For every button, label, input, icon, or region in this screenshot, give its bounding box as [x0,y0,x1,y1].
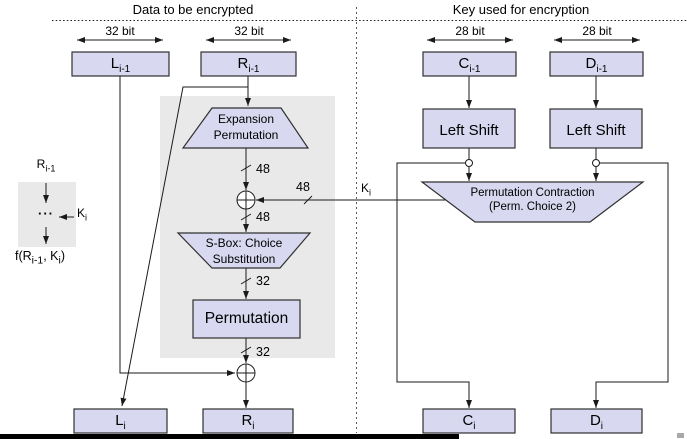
register-label-c-next: Ci [462,412,476,432]
tick-48-xor [240,213,252,221]
legend-dots: ··· [38,206,54,221]
permutation-contraction-shape [420,181,645,223]
box-r-prev [200,51,297,77]
left-shift-2-shape [549,108,643,149]
left-shift-2-label: Left Shift [566,122,626,139]
register-label-l-next: Li [115,412,126,432]
xor-icon [236,190,256,210]
permutation-label: Permutation [204,310,289,327]
branch-node-icon [592,159,600,167]
legend-r-prev-label: Ri-1 [36,157,56,174]
expansion-permutation-label: Expansion Permutation [213,112,279,142]
register-label-r-prev: Ri-1 [237,55,260,75]
legend-f-function-label: f(Ri-1, Ki) [14,249,66,267]
wire-leftshift1-to-cnext [396,162,472,408]
bottom-right-artifact [677,433,684,438]
register-label-l-prev: Li-1 [110,55,131,75]
box-r-next [202,408,294,434]
tick-48-key [303,195,313,205]
bit-label: 32 bit [105,24,135,38]
box-c-next [422,408,516,434]
register-label-d-prev: Di-1 [585,55,608,75]
wire-label-ki: Ki [361,181,372,198]
box-d-next [550,408,643,434]
register-label-r-next: Ri [241,412,255,432]
box-l-next [73,408,168,434]
sbox-label: S-Box: Choice Substitution [205,236,283,266]
bit-label: 28 bit [455,24,485,38]
wire-leftshift2-to-dnext [593,162,669,408]
wire-label-48: 48 [256,210,270,224]
left-shift-1-shape [422,108,516,149]
section-title-key: Key used for encryption [452,2,590,17]
branch-node-icon [465,159,473,167]
section-title-data: Data to be encrypted [132,2,254,17]
bit-label: 28 bit [582,24,612,38]
register-label-c-prev: Ci-1 [458,55,481,75]
box-c-prev [422,51,517,77]
box-l-prev [71,51,170,77]
sbox-shape [176,232,312,269]
left-shift-1-label: Left Shift [439,122,499,139]
tick-32-perm [240,346,252,354]
permutation-contraction-label: Permutation Contraction (Perm. Choice 2) [470,187,595,213]
xor-icon [236,363,256,383]
wire-lprev-to-xor2 [119,76,235,376]
bit-label: 32 bit [234,24,264,38]
tick-48-expansion [240,164,252,172]
wire-label-48: 48 [296,180,310,194]
bottom-black-bar [0,434,459,439]
legend-ki-label: Ki [77,206,88,223]
wire-label-32: 32 [256,345,270,359]
wire-label-48: 48 [256,162,270,176]
expansion-permutation-shape [181,107,310,149]
permutation-box-shape [192,299,301,339]
wire-rprev-to-lnext [120,86,248,407]
register-label-d-next: Di [589,412,604,432]
box-d-prev [549,51,644,77]
tick-32-sbox [240,277,252,285]
wire-label-32: 32 [256,274,270,288]
